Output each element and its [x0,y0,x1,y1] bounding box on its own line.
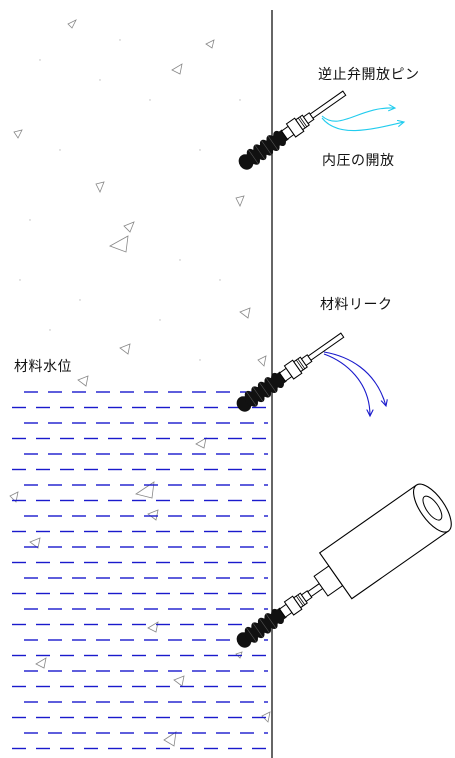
concrete-dots [19,39,241,361]
leak-arrows [323,351,386,416]
injection-packer-middle [232,332,345,416]
injection-packer-top [234,90,347,174]
pressure-release-arrows [321,108,404,132]
injection-packer-bottom [232,483,452,652]
label-check-valve-pin: 逆止弁開放ピン [318,67,420,83]
water-level-dashes [12,391,268,750]
label-internal-pressure-release: 内圧の開放 [322,153,395,169]
grout-pipe-cartridge [318,483,452,600]
label-material-level: 材料水位 [14,359,72,375]
label-material-leak: 材料リーク [320,297,393,313]
concrete-aggregate [9,19,271,747]
